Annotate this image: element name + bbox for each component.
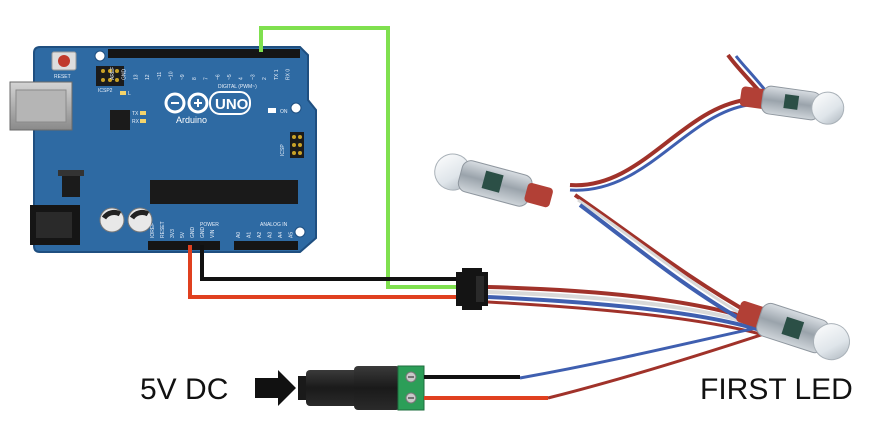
jst-connector — [456, 268, 488, 310]
first-led-label: FIRST LED — [700, 373, 853, 406]
digital-pin-label: ~6 — [215, 74, 221, 80]
digital-pin-label: ~5 — [227, 74, 233, 80]
digital-pin-label: 4 — [239, 77, 245, 80]
ground-wire-black — [200, 245, 458, 281]
mounting-hole — [294, 226, 306, 238]
mounting-hole — [290, 102, 302, 114]
analog-pin-label: A4 — [278, 232, 284, 238]
power-pin-label: RESET — [160, 221, 166, 238]
power-pin-label: GND — [190, 227, 196, 239]
board-brand: Arduino — [176, 115, 207, 125]
digital-pin-label: ~11 — [157, 72, 163, 80]
usb-chip — [110, 110, 130, 130]
digital-pin-label: 12 — [145, 74, 151, 80]
analog-pin-label: A0 — [236, 232, 242, 238]
analog-pin-label: A1 — [247, 232, 253, 238]
led-pixel-first — [736, 301, 850, 361]
digital-pin-label: ~3 — [250, 74, 256, 80]
on-led-label: ON — [280, 109, 288, 115]
dc-jack-adapter — [298, 365, 425, 411]
analog-pin-labels: A0 A1 A2 A3 A4 A5 — [236, 232, 295, 238]
power-input-label: 5V DC — [140, 373, 228, 406]
digital-pin-label: GND — [122, 69, 128, 81]
reset-label: RESET — [54, 74, 71, 80]
digital-header — [108, 49, 300, 58]
arrow-icon — [255, 370, 296, 406]
power-pin-label: VIN — [210, 229, 216, 238]
analog-pin-label: A3 — [268, 232, 274, 238]
icsp-label: ICSP — [280, 144, 286, 156]
led-pixel-top — [739, 85, 845, 125]
tx-led-label: TX — [132, 111, 139, 117]
power-pin-label: IOREF — [150, 223, 156, 238]
digital-pin-label: RX 0 — [286, 69, 292, 80]
led-pixel-middle — [434, 153, 553, 208]
data-wire-green — [259, 26, 458, 289]
digital-pin-label: ~10 — [169, 71, 175, 80]
arduino-logo: UNO Arduino — [164, 91, 251, 125]
digital-pin-label: AREF — [110, 67, 116, 80]
power-input-assembly — [255, 365, 548, 411]
board-model: UNO — [215, 96, 249, 113]
icsp2-header — [96, 66, 124, 86]
analog-header — [234, 241, 298, 250]
digital-pin-label: ~9 — [180, 74, 186, 80]
digital-pin-label: 8 — [192, 77, 198, 80]
voltage-regulator — [62, 175, 80, 197]
digital-pin-label: TX 1 — [274, 69, 280, 80]
icsp-header — [290, 132, 304, 158]
power-header — [148, 241, 220, 250]
rx-led-label: RX — [132, 119, 140, 125]
digital-label: DIGITAL (PWM~) — [218, 84, 257, 90]
power-label: POWER — [200, 222, 219, 228]
wires — [188, 26, 458, 299]
power-wire-red — [188, 245, 458, 299]
led-strand-cables — [487, 53, 771, 400]
digital-pin-label: 13 — [133, 74, 139, 80]
power-pin-label: 5V — [180, 231, 186, 238]
digital-pin-labels: AREF GND 13 12 ~11 ~10 ~9 8 7 ~6 ~5 4 ~3 2 TX 1 RX 0 — [110, 67, 292, 80]
analog-pin-label: A5 — [289, 232, 295, 238]
analog-label: ANALOG IN — [260, 222, 288, 228]
digital-pin-label: 7 — [204, 77, 210, 80]
power-pin-labels: IOREF RESET 3V3 5V GND GND VIN — [150, 221, 216, 238]
l-led-label: L — [128, 91, 131, 97]
atmega-microcontroller — [150, 180, 298, 204]
power-pin-label: GND — [200, 227, 206, 239]
mounting-hole — [94, 50, 106, 62]
analog-pin-label: A2 — [257, 232, 263, 238]
digital-pin-label: 2 — [262, 77, 268, 80]
icsp2-label: ICSP2 — [98, 88, 113, 94]
power-pin-label: 3V3 — [170, 229, 176, 238]
